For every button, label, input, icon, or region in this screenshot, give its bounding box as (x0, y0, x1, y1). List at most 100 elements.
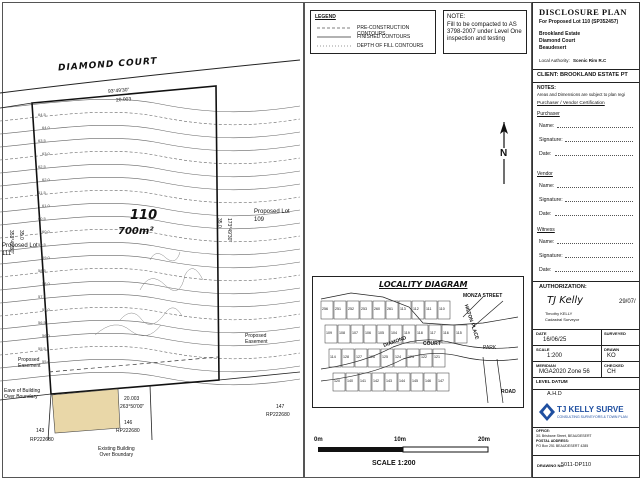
contour-line (0, 137, 301, 152)
signer-name: Timothy KELLY (545, 311, 573, 316)
locality-lot (437, 300, 451, 320)
contour-label: 55.0 (42, 359, 50, 364)
locality-lot-grid (320, 300, 468, 392)
locality-lot (441, 324, 455, 344)
surveyed-label: SURVEYED (604, 331, 626, 336)
locality-lot-label: 113 (400, 307, 406, 311)
lot-number: 110 (130, 208, 158, 223)
scale-tick-0: 0m (314, 437, 323, 443)
locality-lot (372, 300, 386, 320)
locality-lot-label: 112 (413, 307, 419, 311)
locality-diagram: LOCALITY DIAGRAM MONZA STREET HILTON PLA… (312, 276, 524, 408)
locality-lot (337, 324, 351, 344)
contour-label: 55.5 (38, 346, 46, 351)
contour-line (0, 241, 301, 256)
locality-court: COURT (423, 341, 441, 347)
locality-lot (346, 300, 360, 320)
contour-line (0, 124, 301, 139)
locality-lot-label: 141 (360, 379, 366, 383)
locality-lot-label: 253 (361, 307, 367, 311)
locality-lot-label: 114 (330, 355, 336, 359)
locality-lot-label: 128 (343, 355, 349, 359)
locality-lot (436, 372, 450, 392)
date-label: DATE (536, 331, 547, 336)
authority-value: Scenic Rim R.C (573, 58, 607, 63)
contour-label: 61.0 (42, 203, 50, 208)
vendor-name-field[interactable] (557, 187, 633, 188)
title-street: Diamond Court (539, 38, 576, 44)
north-label: N (500, 148, 508, 159)
easement-label-right: Proposed Easement (245, 333, 268, 345)
contour-label: 59.5 (38, 242, 46, 247)
bearing-right: 173°49'30" (226, 218, 232, 243)
title-heading: DISCLOSURE PLAN (539, 7, 628, 17)
witness-date-field[interactable] (555, 271, 633, 272)
legend-item-pre-construction: PRE-CONSTRUCTION CONTOURS (357, 25, 410, 37)
locality-lot-label: 105 (378, 331, 384, 335)
locality-lot-label: 117 (430, 331, 436, 335)
purchaser-signature-label: Signature: (539, 137, 563, 143)
contour-label: 58.0 (42, 281, 50, 286)
date-value: 16/06/25 (543, 337, 567, 343)
contour-label: 62.0 (42, 177, 50, 182)
tb-divider-3 (533, 281, 639, 282)
meridian-value: MGA2020 Zone 56 (539, 369, 590, 375)
locality-lot (402, 324, 416, 344)
scale-label-tb: SCALE (536, 347, 550, 352)
purchaser-heading: Purchaser (537, 111, 560, 117)
bearing-bottom: 263°50'00" (120, 404, 145, 410)
scale-tick-20: 20m (478, 437, 491, 443)
tb-grid-row-2 (533, 361, 639, 362)
purchaser-date-field[interactable] (555, 155, 633, 156)
locality-lot-label: 120 (334, 379, 340, 383)
locality-lot-label: 140 (347, 379, 353, 383)
locality-lot (415, 324, 429, 344)
contour-line (0, 267, 301, 282)
boundary-line-left-top (0, 102, 33, 109)
scale-tick-10: 10m (394, 437, 407, 443)
purchaser-signature-field[interactable] (565, 141, 633, 142)
signer-role: Cadastral Surveyor (545, 317, 580, 322)
locality-lot-label: 260 (374, 307, 380, 311)
locality-lot (428, 324, 442, 344)
contour-label: 63.5 (38, 138, 46, 143)
legend-item-finished: FINISHED CONTOURS (357, 34, 411, 40)
contour-label: 63.0 (42, 151, 50, 156)
vendor-signature-label: Signature: (539, 197, 563, 203)
locality-lot (328, 348, 342, 368)
contour-label: 57.0 (42, 307, 50, 312)
drawn-value: KO (607, 353, 616, 359)
purchaser-name-label: Name: (539, 123, 555, 129)
contour-line (0, 163, 301, 178)
contour-label: 60.0 (42, 229, 50, 234)
level-value: A.H.D (547, 391, 562, 397)
locality-lot-label: 122 (421, 355, 427, 359)
vendor-date-label: Date: (539, 211, 552, 217)
contour-line (0, 358, 301, 373)
locality-lot (345, 372, 359, 392)
lot-plan-drawing (0, 59, 301, 441)
locality-lot (333, 300, 347, 320)
rp-right-label: RP222680 (266, 412, 290, 418)
vendor-date-field[interactable] (555, 215, 633, 216)
purchaser-name-field[interactable] (557, 127, 633, 128)
title-suburb: Beaudesert (539, 45, 567, 51)
contour-label: 57.5 (38, 294, 46, 299)
locality-lot (380, 348, 394, 368)
locality-lot (406, 348, 420, 368)
contour-line (0, 345, 301, 360)
locality-map (320, 292, 519, 404)
locality-lot (363, 324, 377, 344)
locality-lot-label: 143 (386, 379, 392, 383)
locality-park: PARK (483, 345, 497, 351)
vendor-signature-field[interactable] (565, 201, 633, 202)
distance-left: 35.0 (18, 230, 24, 240)
checked-label: CHECKED (604, 363, 624, 368)
witness-name-field[interactable] (557, 243, 633, 244)
locality-lot-label: 261 (387, 307, 393, 311)
locality-lot (367, 348, 381, 368)
tb-divider-5 (533, 455, 639, 456)
witness-signature-field[interactable] (565, 257, 633, 258)
client-label: CLIENT: BROOKLAND ESTATE PT (537, 72, 628, 78)
contour-label: 64.5 (38, 112, 46, 117)
